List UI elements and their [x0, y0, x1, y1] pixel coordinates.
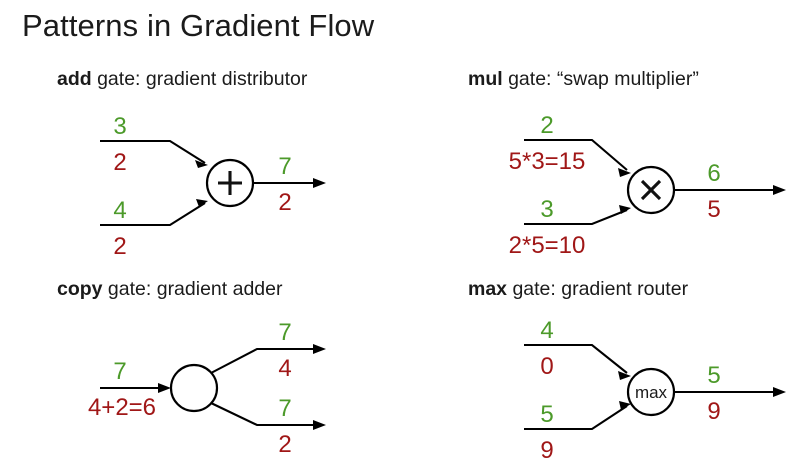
add-output-gradient: 2 — [278, 189, 291, 216]
panel-max-gate-name: max — [468, 278, 508, 300]
max-input-wire-top — [524, 343, 628, 374]
copy-output-wire-bottom — [210, 402, 318, 427]
panel-add-heading: add gate: gradient distributor — [57, 68, 307, 91]
copy-output-arrowhead-top — [313, 344, 326, 354]
max-input-arrowhead-top — [618, 371, 631, 380]
mul-input-bottom-gradient: 2*5=10 — [509, 232, 586, 259]
max-output-arrowhead — [773, 387, 786, 397]
panel-copy-heading-rest: gate: gradient adder — [102, 278, 283, 300]
max-output-forward: 5 — [707, 362, 720, 389]
panel-add-gate-name: add — [57, 68, 92, 90]
add-output-arrowhead — [313, 178, 326, 188]
add-input-wire-bottom — [100, 202, 206, 227]
add-input-arrowhead-top — [195, 160, 208, 168]
copy-gate-diagram: 7 4+2=6 7 4 7 2 — [88, 319, 326, 458]
add-input-top-forward: 3 — [113, 113, 126, 140]
panel-add-gate: add gate: gradient distributor 3 2 4 2 7… — [0, 62, 400, 262]
mul-input-arrowhead-top — [618, 168, 631, 177]
copy-input-forward: 7 — [113, 358, 126, 385]
max-input-bottom-forward: 5 — [540, 401, 553, 428]
copy-output-arrowhead-bottom — [313, 420, 326, 430]
mul-input-top-forward: 2 — [540, 112, 553, 139]
slide-canvas: Patterns in Gradient Flow add gate: grad… — [0, 8, 800, 464]
add-input-bottom-gradient: 2 — [113, 233, 126, 260]
copy-input-gradient: 4+2=6 — [88, 394, 156, 421]
max-input-wire-bottom — [524, 405, 628, 431]
add-input-top-gradient: 2 — [113, 149, 126, 176]
max-input-top-gradient: 0 — [540, 353, 553, 380]
panel-copy-gate-name: copy — [57, 278, 103, 300]
add-gate-diagram: 3 2 4 2 7 2 — [100, 113, 326, 260]
panel-copy-gate: copy gate: gradient adder 7 4+2=6 7 4 7 … — [0, 272, 400, 472]
page-title: Patterns in Gradient Flow — [22, 8, 375, 43]
copy-gate-node[interactable] — [169, 363, 219, 413]
panel-mul-gate-name: mul — [468, 68, 503, 90]
copy-output-top-forward: 7 — [278, 319, 291, 346]
max-input-arrowhead-bottom — [619, 401, 631, 410]
panel-mul-heading: mul gate: “swap multiplier” — [468, 68, 699, 91]
max-input-top-forward: 4 — [540, 317, 553, 344]
mul-input-wire-bottom — [524, 209, 628, 226]
panel-mul-gate: mul gate: “swap multiplier” 2 5*3=15 3 2… — [400, 62, 800, 262]
panel-max-gate: max gate: gradient router max 4 0 5 9 5 … — [400, 272, 800, 472]
max-input-bottom-gradient: 9 — [540, 437, 553, 464]
copy-output-bottom-forward: 7 — [278, 395, 291, 422]
copy-input-arrowhead — [158, 383, 171, 393]
panel-mul-heading-rest: gate: “swap multiplier” — [502, 68, 699, 90]
add-input-bottom-forward: 4 — [113, 197, 126, 224]
copy-output-bottom-gradient: 2 — [278, 431, 291, 458]
max-node-label: max — [635, 383, 668, 402]
add-input-wire-top — [100, 139, 206, 164]
panel-copy-heading: copy gate: gradient adder — [57, 278, 282, 301]
copy-output-wire-top — [210, 347, 318, 374]
add-input-arrowhead-bottom — [196, 199, 208, 207]
mul-input-bottom-forward: 3 — [540, 196, 553, 223]
max-output-gradient: 9 — [707, 398, 720, 425]
mul-output-arrowhead — [773, 185, 786, 195]
mul-output-gradient: 5 — [707, 196, 720, 223]
max-gate-node[interactable] — [626, 367, 676, 417]
mul-output-forward: 6 — [707, 160, 720, 187]
panel-add-heading-rest: gate: gradient distributor — [91, 68, 308, 90]
times-icon-stroke-2 — [640, 179, 662, 201]
add-output-forward: 7 — [278, 153, 291, 180]
copy-output-top-gradient: 4 — [278, 355, 291, 382]
mul-gate-diagram: 2 5*3=15 3 2*5=10 6 5 — [509, 112, 786, 259]
mul-input-top-gradient: 5*3=15 — [509, 148, 586, 175]
mul-input-wire-top — [524, 138, 628, 171]
panel-max-heading: max gate: gradient router — [468, 278, 688, 301]
panel-max-heading-rest: gate: gradient router — [507, 278, 689, 300]
max-gate-diagram: max 4 0 5 9 5 9 — [524, 317, 786, 464]
mul-input-arrowhead-bottom — [619, 205, 631, 214]
